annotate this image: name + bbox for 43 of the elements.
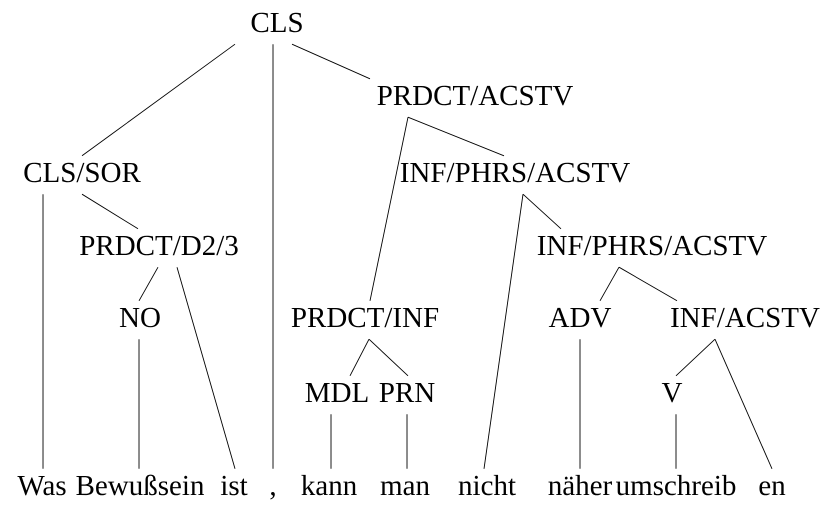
tree-label: PRDCT/D2/3 — [80, 236, 238, 256]
word: näher — [548, 474, 612, 496]
branch-line — [330, 414, 332, 470]
tree-label: V — [662, 383, 682, 402]
branch-line — [522, 194, 562, 230]
tree-label: INF/ACSTV — [671, 308, 820, 328]
word: man — [380, 481, 430, 496]
branch-line — [600, 266, 620, 302]
branch-line — [292, 44, 370, 80]
branch-line — [370, 116, 408, 302]
tree-label: CLS/SOR — [24, 162, 141, 182]
branch-line — [484, 194, 524, 470]
tree-label: CLS — [252, 12, 302, 32]
branch-line — [350, 338, 370, 376]
word: , — [270, 492, 275, 500]
word: en — [759, 481, 786, 496]
tree-label: PRN — [380, 383, 435, 402]
branch-line — [138, 338, 140, 470]
tree-label: PRDCT/INF — [292, 308, 438, 328]
word: umschreib — [616, 474, 736, 496]
branch-line — [406, 414, 408, 470]
branch-line — [82, 194, 138, 230]
word: ist — [220, 476, 248, 496]
tree-label: PRDCT/ACSTV — [378, 86, 573, 106]
tree-label: NO — [120, 308, 160, 328]
word: Bewußsein — [76, 474, 204, 496]
tree-label: INF/PHRS/ACSTV — [538, 236, 767, 256]
branch-line — [676, 338, 716, 376]
branch-line — [408, 116, 504, 156]
branch-line — [368, 338, 408, 376]
word: kann — [301, 474, 357, 496]
word: Was — [17, 476, 66, 496]
tree-label: MDL — [306, 383, 368, 402]
tree-label: INF/PHRS/ACSTV — [400, 162, 630, 182]
branch-line — [138, 266, 158, 302]
branch-line — [82, 44, 236, 156]
branch-line — [42, 194, 44, 470]
tree-label: ADV — [548, 308, 612, 328]
branch-line — [176, 266, 236, 470]
branch-line — [618, 266, 678, 302]
branch-line — [714, 338, 772, 470]
word: nicht — [458, 474, 516, 496]
branch-line — [272, 44, 274, 470]
